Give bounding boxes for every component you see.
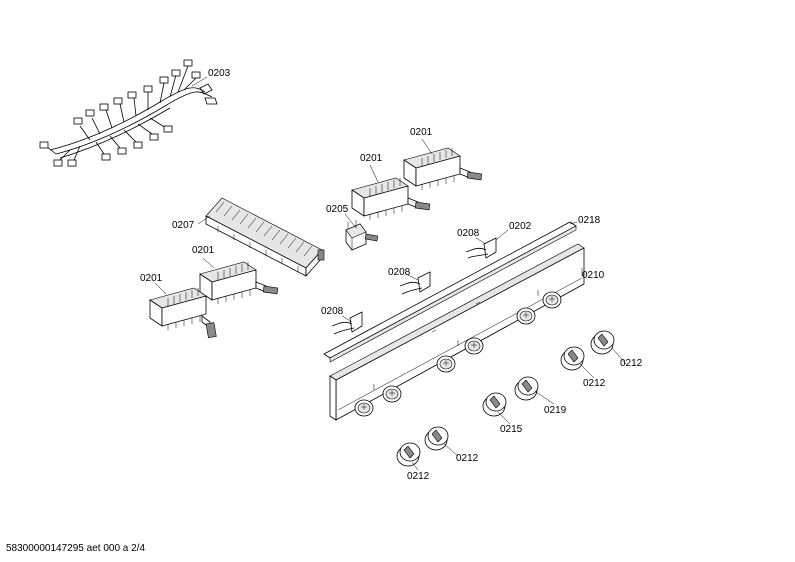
knob-center-2 [514,376,539,401]
callout-0201-middle: 0201 [192,245,215,256]
lamp-holder-middle [399,271,431,295]
panel-knob-openings [354,291,562,417]
knob-front-left-2 [424,426,449,451]
callout-0212-front: 0212 [456,453,479,464]
wiring-harness [39,59,218,167]
control-panel [329,243,585,421]
callout-0215: 0215 [500,424,523,435]
callout-0208-upper: 0208 [457,228,480,239]
rotary-switch-upper-right [403,147,483,190]
callout-0205: 0205 [326,204,349,215]
leader-lines [154,76,627,471]
callout-0212-right-lower: 0212 [583,378,606,389]
small-switch [345,220,379,251]
lamp-holder-upper [465,237,497,259]
callout-0210: 0210 [582,270,605,281]
trim-strip [323,221,577,363]
knob-front-left-1 [396,442,421,467]
callout-0208-lower: 0208 [321,306,344,317]
callout-0207: 0207 [172,220,195,231]
knob-right-1 [560,346,585,371]
callout-0201-lower: 0201 [140,273,163,284]
rotary-switch-lower-left [149,287,217,339]
callout-0208-middle: 0208 [388,267,411,278]
callout-0218: 0218 [578,215,601,226]
callout-0202: 0202 [509,221,532,232]
callout-0219: 0219 [544,405,567,416]
rotary-switch-upper-left [351,177,431,220]
callout-0212-front-lower: 0212 [407,471,430,482]
callout-0212-right: 0212 [620,358,643,369]
terminal-block [205,197,325,278]
callout-0201-upper: 0201 [360,153,383,164]
rotary-switch-middle [199,261,279,304]
callout-0201-top: 0201 [410,127,433,138]
document-id: 58300000147295 aet 000 a 2/4 [6,543,146,554]
knob-right-2 [590,330,615,355]
callout-0203: 0203 [208,68,231,79]
lamp-holder-lower [331,311,363,335]
knob-center-1 [482,392,507,417]
